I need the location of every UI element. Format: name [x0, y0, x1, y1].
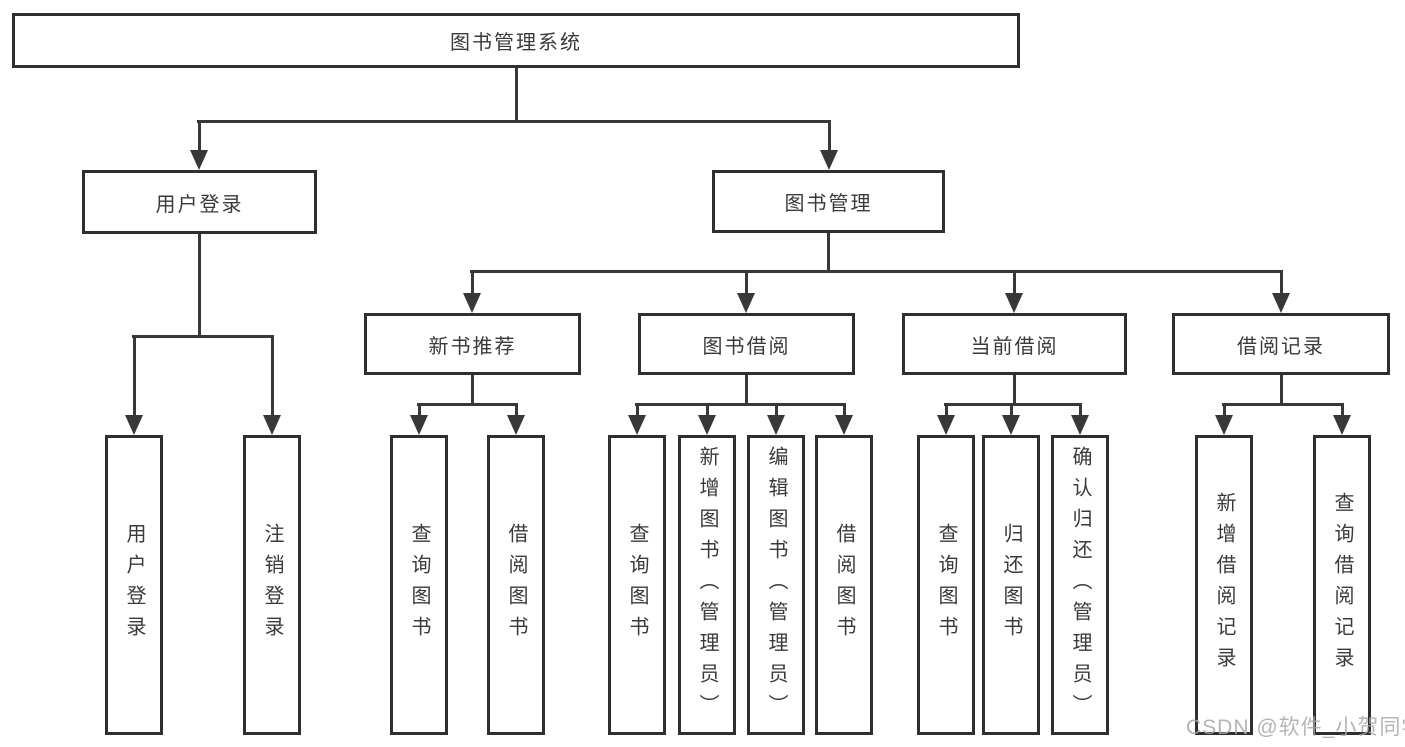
connector-line: [1013, 375, 1016, 405]
connector-line: [1341, 403, 1344, 417]
connector-line: [197, 120, 831, 123]
arrow-down-icon: [125, 415, 143, 435]
connector-line: [944, 403, 1082, 406]
leaf-borrow-books: 借阅图书: [815, 435, 873, 735]
connector-line: [471, 375, 474, 405]
connector-line: [636, 403, 639, 417]
arrow-down-icon: [937, 415, 955, 435]
arrow-down-icon: [835, 415, 853, 435]
arrow-down-icon: [1002, 415, 1020, 435]
connector-line: [417, 403, 518, 406]
connector-line: [745, 270, 748, 295]
leaf-label: 归还图书: [1000, 523, 1022, 647]
leaf-label: 新增图书（管理员）: [696, 445, 718, 725]
leaf-query-borrow-record: 查询借阅记录: [1313, 435, 1371, 735]
leaf-label: 借阅图书: [833, 523, 855, 647]
connector-line: [1280, 375, 1283, 405]
leaf-user-login: 用户登录: [105, 435, 163, 735]
connector-line: [471, 270, 474, 295]
leaf-confirm-return-admin: 确认归还（管理员）: [1051, 435, 1109, 735]
arrow-down-icon: [1005, 293, 1023, 313]
connector-line: [775, 403, 778, 417]
leaf-query-books-current: 查询图书: [917, 435, 975, 735]
connector-line: [1280, 270, 1283, 295]
connector-line: [706, 403, 709, 417]
connector-line: [843, 403, 846, 417]
connector-line: [132, 335, 274, 338]
leaf-label: 新增借阅记录: [1213, 492, 1235, 678]
node-library-management-system: 图书管理系统: [12, 13, 1020, 68]
connector-line: [198, 234, 201, 337]
connector-line: [1222, 403, 1344, 406]
connector-line: [635, 403, 846, 406]
connector-line: [1013, 270, 1016, 295]
arrow-down-icon: [263, 415, 281, 435]
leaf-label: 编辑图书（管理员）: [765, 445, 787, 725]
leaf-add-borrow-record: 新增借阅记录: [1195, 435, 1253, 735]
connector-line: [1079, 403, 1082, 417]
arrow-down-icon: [410, 415, 428, 435]
leaf-label: 用户登录: [123, 523, 145, 647]
leaf-label: 查询图书: [935, 523, 957, 647]
node-new-book-recommend: 新书推荐: [364, 313, 581, 375]
arrow-down-icon: [507, 415, 525, 435]
connector-line: [745, 375, 748, 405]
watermark: CSDN @软件_小贺同学: [1186, 716, 1405, 739]
leaf-query-books-recommend: 查询图书: [390, 435, 448, 735]
node-borrowing-records: 借阅记录: [1172, 313, 1390, 375]
connector-line: [1010, 403, 1013, 417]
arrow-down-icon: [1215, 415, 1233, 435]
leaf-label: 借阅图书: [505, 523, 527, 647]
arrow-down-icon: [767, 415, 785, 435]
node-book-borrowing: 图书借阅: [638, 313, 855, 375]
leaf-edit-book-admin: 编辑图书（管理员）: [747, 435, 805, 735]
connector-line: [1223, 403, 1226, 417]
node-current-borrowing: 当前借阅: [902, 313, 1127, 375]
leaf-query-books-borrowing: 查询图书: [608, 435, 666, 735]
arrow-down-icon: [698, 415, 716, 435]
leaf-return-books: 归还图书: [982, 435, 1040, 735]
connector-line: [828, 120, 831, 152]
leaf-label: 查询图书: [408, 523, 430, 647]
connector-line: [418, 403, 421, 417]
connector-line: [271, 335, 274, 417]
arrow-down-icon: [190, 150, 208, 170]
connector-line: [133, 335, 136, 417]
arrow-down-icon: [820, 150, 838, 170]
arrow-down-icon: [737, 293, 755, 313]
connector-line: [515, 68, 518, 123]
connector-line: [827, 233, 830, 272]
leaf-logout: 注销登录: [243, 435, 301, 735]
leaf-label: 查询借阅记录: [1331, 492, 1353, 678]
leaf-label: 确认归还（管理员）: [1069, 445, 1091, 725]
arrow-down-icon: [1071, 415, 1089, 435]
connector-line: [198, 120, 201, 152]
leaf-add-book-admin: 新增图书（管理员）: [678, 435, 736, 735]
connector-line: [470, 270, 1283, 273]
arrow-down-icon: [628, 415, 646, 435]
arrow-down-icon: [1272, 293, 1290, 313]
arrow-down-icon: [463, 293, 481, 313]
connector-line: [945, 403, 948, 417]
leaf-label: 查询图书: [626, 523, 648, 647]
node-book-management: 图书管理: [712, 170, 945, 233]
arrow-down-icon: [1333, 415, 1351, 435]
connector-line: [515, 403, 518, 417]
node-user-login: 用户登录: [82, 170, 317, 234]
leaf-label: 注销登录: [261, 523, 283, 647]
leaf-borrow-books-recommend: 借阅图书: [487, 435, 545, 735]
